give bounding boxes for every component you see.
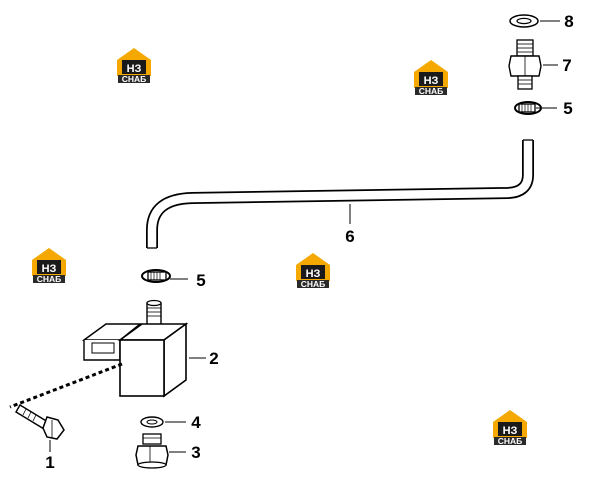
watermark-logo-4: НЗ СНАБ xyxy=(296,253,330,289)
callout-5-lower: 5 xyxy=(196,271,205,290)
callout-1: 1 xyxy=(45,453,54,472)
part-1-bolt xyxy=(15,404,65,452)
callout-4: 4 xyxy=(191,413,201,432)
callout-3: 3 xyxy=(191,443,200,462)
watermark-monogram: НЗ xyxy=(127,63,142,75)
watermark-caption: СНАБ xyxy=(498,436,523,446)
watermark-monogram: НЗ xyxy=(424,75,439,87)
callout-8: 8 xyxy=(564,12,573,31)
watermark-caption: СНАБ xyxy=(37,274,62,284)
part-4-washer xyxy=(140,416,186,428)
part-2-block xyxy=(81,299,206,398)
part-5-clamp-lower xyxy=(141,269,188,283)
watermark-monogram: НЗ xyxy=(306,268,321,280)
watermark-caption: СНАБ xyxy=(301,279,326,289)
watermark-logo-5: НЗ СНАБ xyxy=(493,410,527,446)
part-8-washer xyxy=(509,14,560,28)
part-6-hose xyxy=(146,139,534,249)
watermark-monogram: НЗ xyxy=(42,263,57,275)
watermark-logo-1: НЗ СНАБ xyxy=(117,48,151,84)
callout-5-upper: 5 xyxy=(563,99,572,118)
callout-6: 6 xyxy=(345,227,354,246)
watermark-caption: СНАБ xyxy=(122,74,147,84)
watermark-caption: СНАБ xyxy=(419,86,444,96)
callout-2: 2 xyxy=(209,349,218,368)
watermark-logo-2: НЗ СНАБ xyxy=(414,60,448,96)
part-7-fitting xyxy=(508,39,558,90)
watermark-monogram: НЗ xyxy=(503,425,518,437)
part-3-plug xyxy=(135,433,186,469)
callout-7: 7 xyxy=(562,56,571,75)
watermark-logo-3: НЗ СНАБ xyxy=(32,248,66,284)
bolt-alignment-line xyxy=(9,362,123,409)
part-5-clamp-upper xyxy=(514,101,557,115)
